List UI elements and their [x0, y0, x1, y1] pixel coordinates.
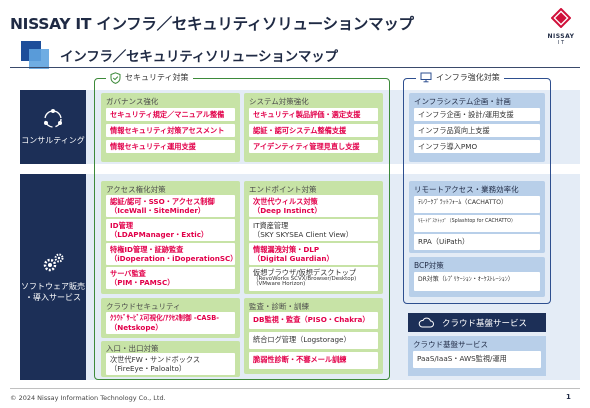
group-audit: 監査・診断・訓練 DB監視・監査（PISO・Chakra） 統合ログ管理（Log… [244, 298, 383, 374]
list-item: ID管理 （LDAPManager・Extic） [106, 219, 235, 241]
row-label-software: ソフトウェア販売 ・導入サービス [20, 174, 86, 380]
group-title: 監査・診断・訓練 [249, 302, 309, 311]
group-cloud-security: クラウドセキュリティ ｸﾗｳﾄﾞｻｰﾋﾞｽ可視化/ｱｸｾｽ制御 -CASB- （… [101, 298, 240, 338]
list-item: 統合ログ管理（Logstorage） [249, 332, 378, 349]
list-item: IT資産管理 （SKY SKYSEA Client View） [249, 219, 378, 241]
row-label-text: ソフトウェア販売 ・導入サービス [21, 281, 85, 302]
list-item: インフラ品質向上支援 [414, 124, 540, 138]
group-title: エンドポイント対策 [249, 185, 317, 194]
group-entrance-exit: 入口・出口対策 次世代FW・サンドボックス （FireEye・Paloalto） [101, 341, 240, 377]
item-line: （FireEye・Paloalto） [110, 364, 187, 374]
group-title: 入口・出口対策 [106, 344, 159, 353]
list-item: インフラ導入PMO [414, 140, 540, 154]
list-item: インフラ企画・設計/運用支援 [414, 108, 540, 122]
list-item: 情報セキュリティ運用支援 [106, 140, 235, 154]
group-title: インフラシステム企画・計画 [414, 97, 511, 106]
logo-icon [550, 7, 572, 29]
monitor-icon [420, 72, 432, 83]
item-line: （PIM・PAMSC） [110, 278, 175, 288]
cloud-icon [418, 317, 434, 328]
group-title: アクセス権化対策 [106, 185, 166, 194]
group-title: ガバナンス強化 [106, 97, 159, 106]
item-line: 情報漏洩対策・DLP [253, 245, 320, 254]
group-bcp: BCP対策 DR対策（ﾚﾌﾟﾘｹｰｼｮﾝ・ｵｰｹｽﾄﾚｰｼｮﾝ） [409, 257, 545, 297]
item-line: （Netskope） [110, 322, 163, 332]
group-remote-access: リモートアクセス・業務効率化 ﾃﾚﾜｰｸﾌﾟﾗｯﾄﾌｫｰﾑ（CACHATTO） … [409, 181, 545, 253]
list-item: 認証/認可・SSO・アクセス制御 （IceWall・SiteMinder） [106, 195, 235, 217]
cloud-header-label: クラウド基盤サービス [442, 318, 528, 329]
list-item: PaaS/IaaS・AWS監視/運用 [413, 351, 541, 368]
page-title: NISSAY IT インフラ／セキュリティソリューションマップ [10, 15, 414, 33]
item-line: ｸﾗｳﾄﾞｻｰﾋﾞｽ可視化/ｱｸｾｽ制御 -CASB- [110, 314, 220, 322]
item-line: IT資産管理 [253, 221, 289, 230]
security-header: セキュリティ対策 [106, 71, 193, 84]
item-line: サーバ監査 [110, 269, 146, 278]
list-item: ﾘﾓｰﾄﾃﾞｽｸﾄｯﾌﾟ（Splashtop for CACHATTO） [414, 215, 540, 232]
row-label-text: コンサルティング [21, 136, 85, 146]
title-decoration-overlay [29, 49, 49, 69]
group-infra-planning: インフラシステム企画・計画 インフラ企画・設計/運用支援 インフラ品質向上支援 … [409, 93, 545, 162]
item-line: 次世代ウィルス対策 [253, 197, 318, 206]
footer-divider [10, 388, 580, 389]
group-title: クラウド基盤サービス [413, 340, 488, 349]
list-item: 特権ID管理・証跡監査 （iDoperation・iDoperationSC） [106, 243, 235, 265]
logo-sub-text: I T [557, 40, 565, 46]
section-title: インフラ／セキュリティソリューションマップ [60, 49, 338, 65]
cloud-header: クラウド基盤サービス [408, 313, 546, 332]
group-title: システム対策強化 [249, 97, 309, 106]
copyright: © 2024 Nissay Information Technology Co.… [10, 394, 166, 402]
group-title: リモートアクセス・業務効率化 [414, 185, 519, 194]
page-number: 1 [566, 393, 571, 401]
gears-icon [43, 253, 64, 271]
company-logo: NISSAY I T [543, 7, 579, 46]
list-item: セキュリティ規定／マニュアル整備 [106, 108, 235, 122]
group-governance: ガバナンス強化 セキュリティ規定／マニュアル整備 情報セキュリティ対策アセスメン… [101, 93, 240, 162]
list-item: ﾃﾚﾜｰｸﾌﾟﾗｯﾄﾌｫｰﾑ（CACHATTO） [414, 196, 540, 213]
item-line: （RevoWorks SCVX/Browser/Desktop) [253, 275, 357, 282]
security-frame [94, 78, 390, 380]
title-divider [10, 67, 580, 68]
group-cloud-base: クラウド基盤サービス PaaS/IaaS・AWS監視/運用 [408, 336, 546, 376]
list-item: RPA（UiPath） [414, 234, 540, 250]
group-access: アクセス権化対策 認証/認可・SSO・アクセス制御 （IceWall・SiteM… [101, 181, 240, 294]
group-title: BCP対策 [414, 261, 444, 270]
list-item: DR対策（ﾚﾌﾟﾘｹｰｼｮﾝ・ｵｰｹｽﾄﾚｰｼｮﾝ） [414, 272, 540, 291]
item-line: 特権ID管理・証跡監査 [110, 245, 184, 254]
item-line: 仮想ブラウザ/仮想デスクトップ [253, 268, 357, 277]
item-line: （SKY SKYSEA Client View） [253, 230, 353, 240]
list-item: 次世代FW・サンドボックス （FireEye・Paloalto） [106, 353, 235, 375]
list-item: サーバ監査 （PIM・PAMSC） [106, 267, 235, 289]
item-line: ID管理 [110, 221, 134, 230]
list-item: DB監視・監査（PISO・Chakra） [249, 312, 378, 329]
item-line: 認証/認可・SSO・アクセス制御 [110, 197, 215, 206]
list-item: 脆弱性診断・不審メール訓練 [249, 352, 378, 369]
infra-header: インフラ強化対策 [416, 71, 504, 84]
item-line: （Deep Instinct） [253, 206, 322, 216]
list-item: セキュリティ製品評価・選定支援 [249, 108, 378, 122]
list-item: 次世代ウィルス対策 （Deep Instinct） [249, 195, 378, 217]
list-item: 情報セキュリティ対策アセスメント [106, 124, 235, 138]
cycle-icon [44, 109, 62, 128]
item-line: 次世代FW・サンドボックス [110, 355, 201, 364]
security-header-label: セキュリティ対策 [125, 73, 189, 82]
row-label-consulting: コンサルティング [20, 90, 86, 164]
item-line: （VMware Horizon) [253, 281, 306, 288]
list-item: 認証・認可システム整備支援 [249, 124, 378, 138]
item-line: （Digital Guardian） [253, 254, 334, 264]
infra-header-label: インフラ強化対策 [436, 73, 500, 82]
list-item: ｸﾗｳﾄﾞｻｰﾋﾞｽ可視化/ｱｸｾｽ制御 -CASB- （Netskope） [106, 312, 235, 334]
list-item: 仮想ブラウザ/仮想デスクトップ （RevoWorks SCVX/Browser/… [249, 267, 378, 291]
list-item: アイデンティティ管理見直し支援 [249, 140, 378, 154]
item-line: （LDAPManager・Extic） [110, 230, 209, 240]
logo-text: NISSAY [547, 33, 575, 40]
group-system: システム対策強化 セキュリティ製品評価・選定支援 認証・認可システム整備支援 ア… [244, 93, 383, 162]
group-endpoint: エンドポイント対策 次世代ウィルス対策 （Deep Instinct） IT資産… [244, 181, 383, 294]
shield-check-icon [110, 71, 121, 84]
list-item: 情報漏洩対策・DLP （Digital Guardian） [249, 243, 378, 265]
item-line: （iDoperation・iDoperationSC） [110, 254, 235, 264]
item-line: （IceWall・SiteMinder） [110, 206, 206, 216]
group-title: クラウドセキュリティ [106, 302, 181, 311]
